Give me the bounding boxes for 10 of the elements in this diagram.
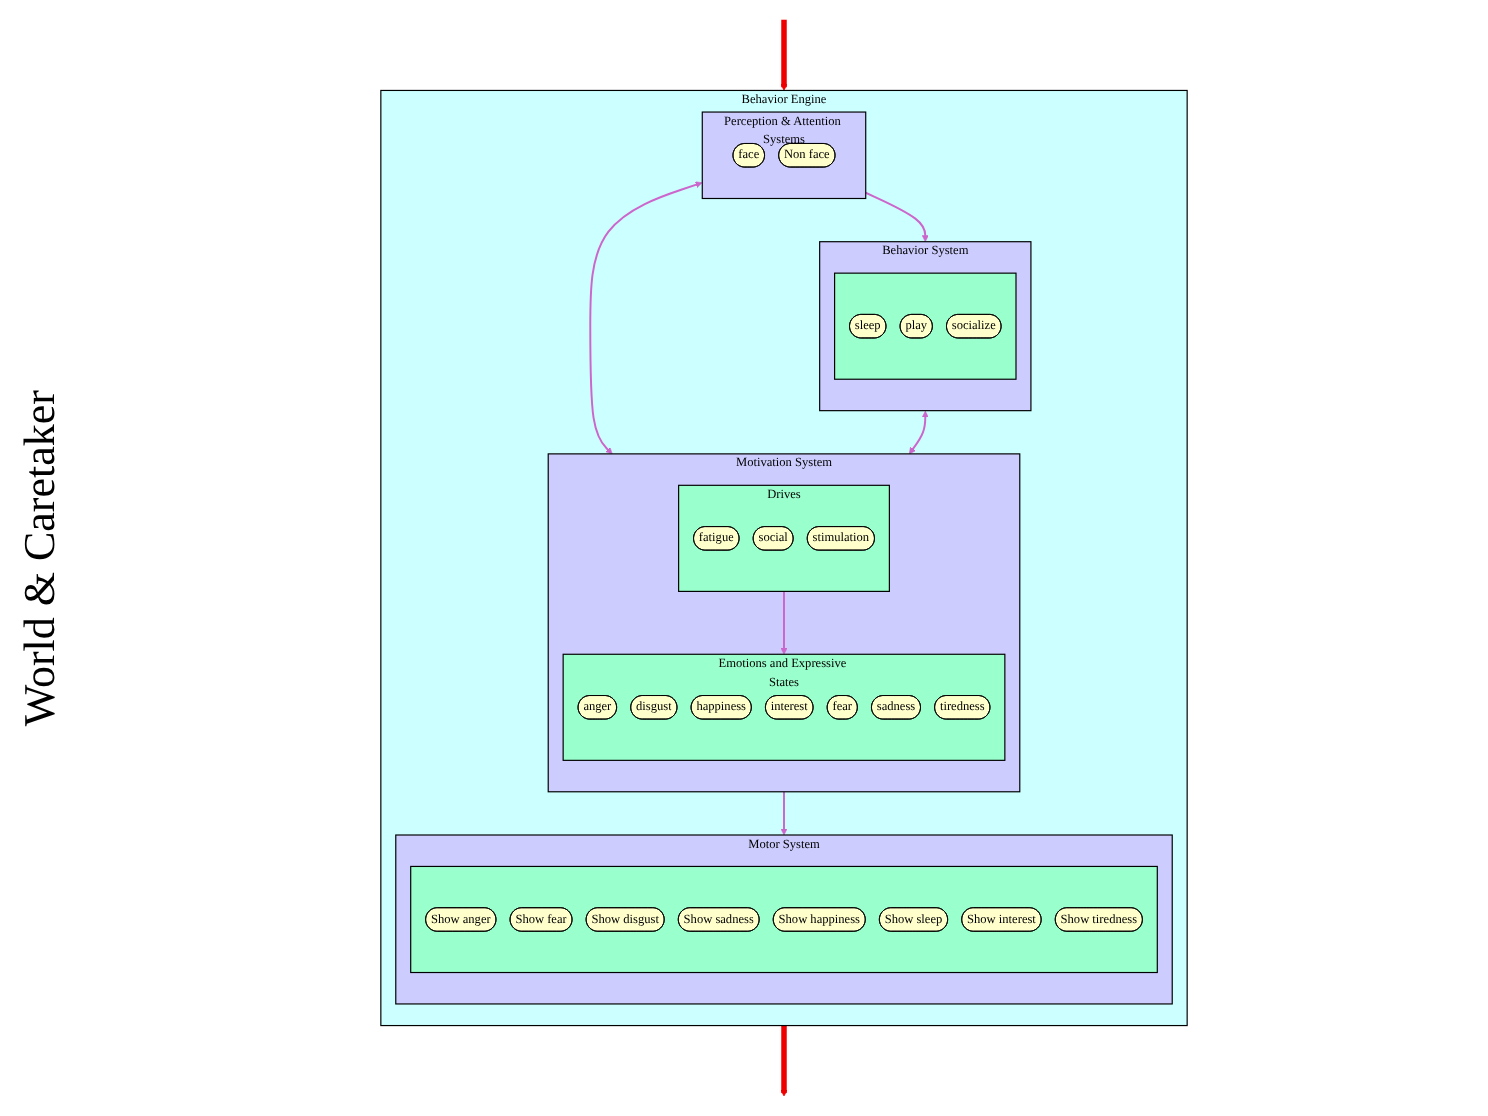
cluster <box>410 865 1158 974</box>
arrow <box>780 18 788 91</box>
arrow <box>908 410 929 455</box>
arrow <box>780 1024 788 1097</box>
arrow <box>780 590 788 655</box>
arrow <box>780 790 788 836</box>
cluster <box>834 272 1017 380</box>
arrow <box>864 191 929 242</box>
arrow <box>589 181 703 455</box>
side-label: World & Caretaker <box>14 389 66 727</box>
